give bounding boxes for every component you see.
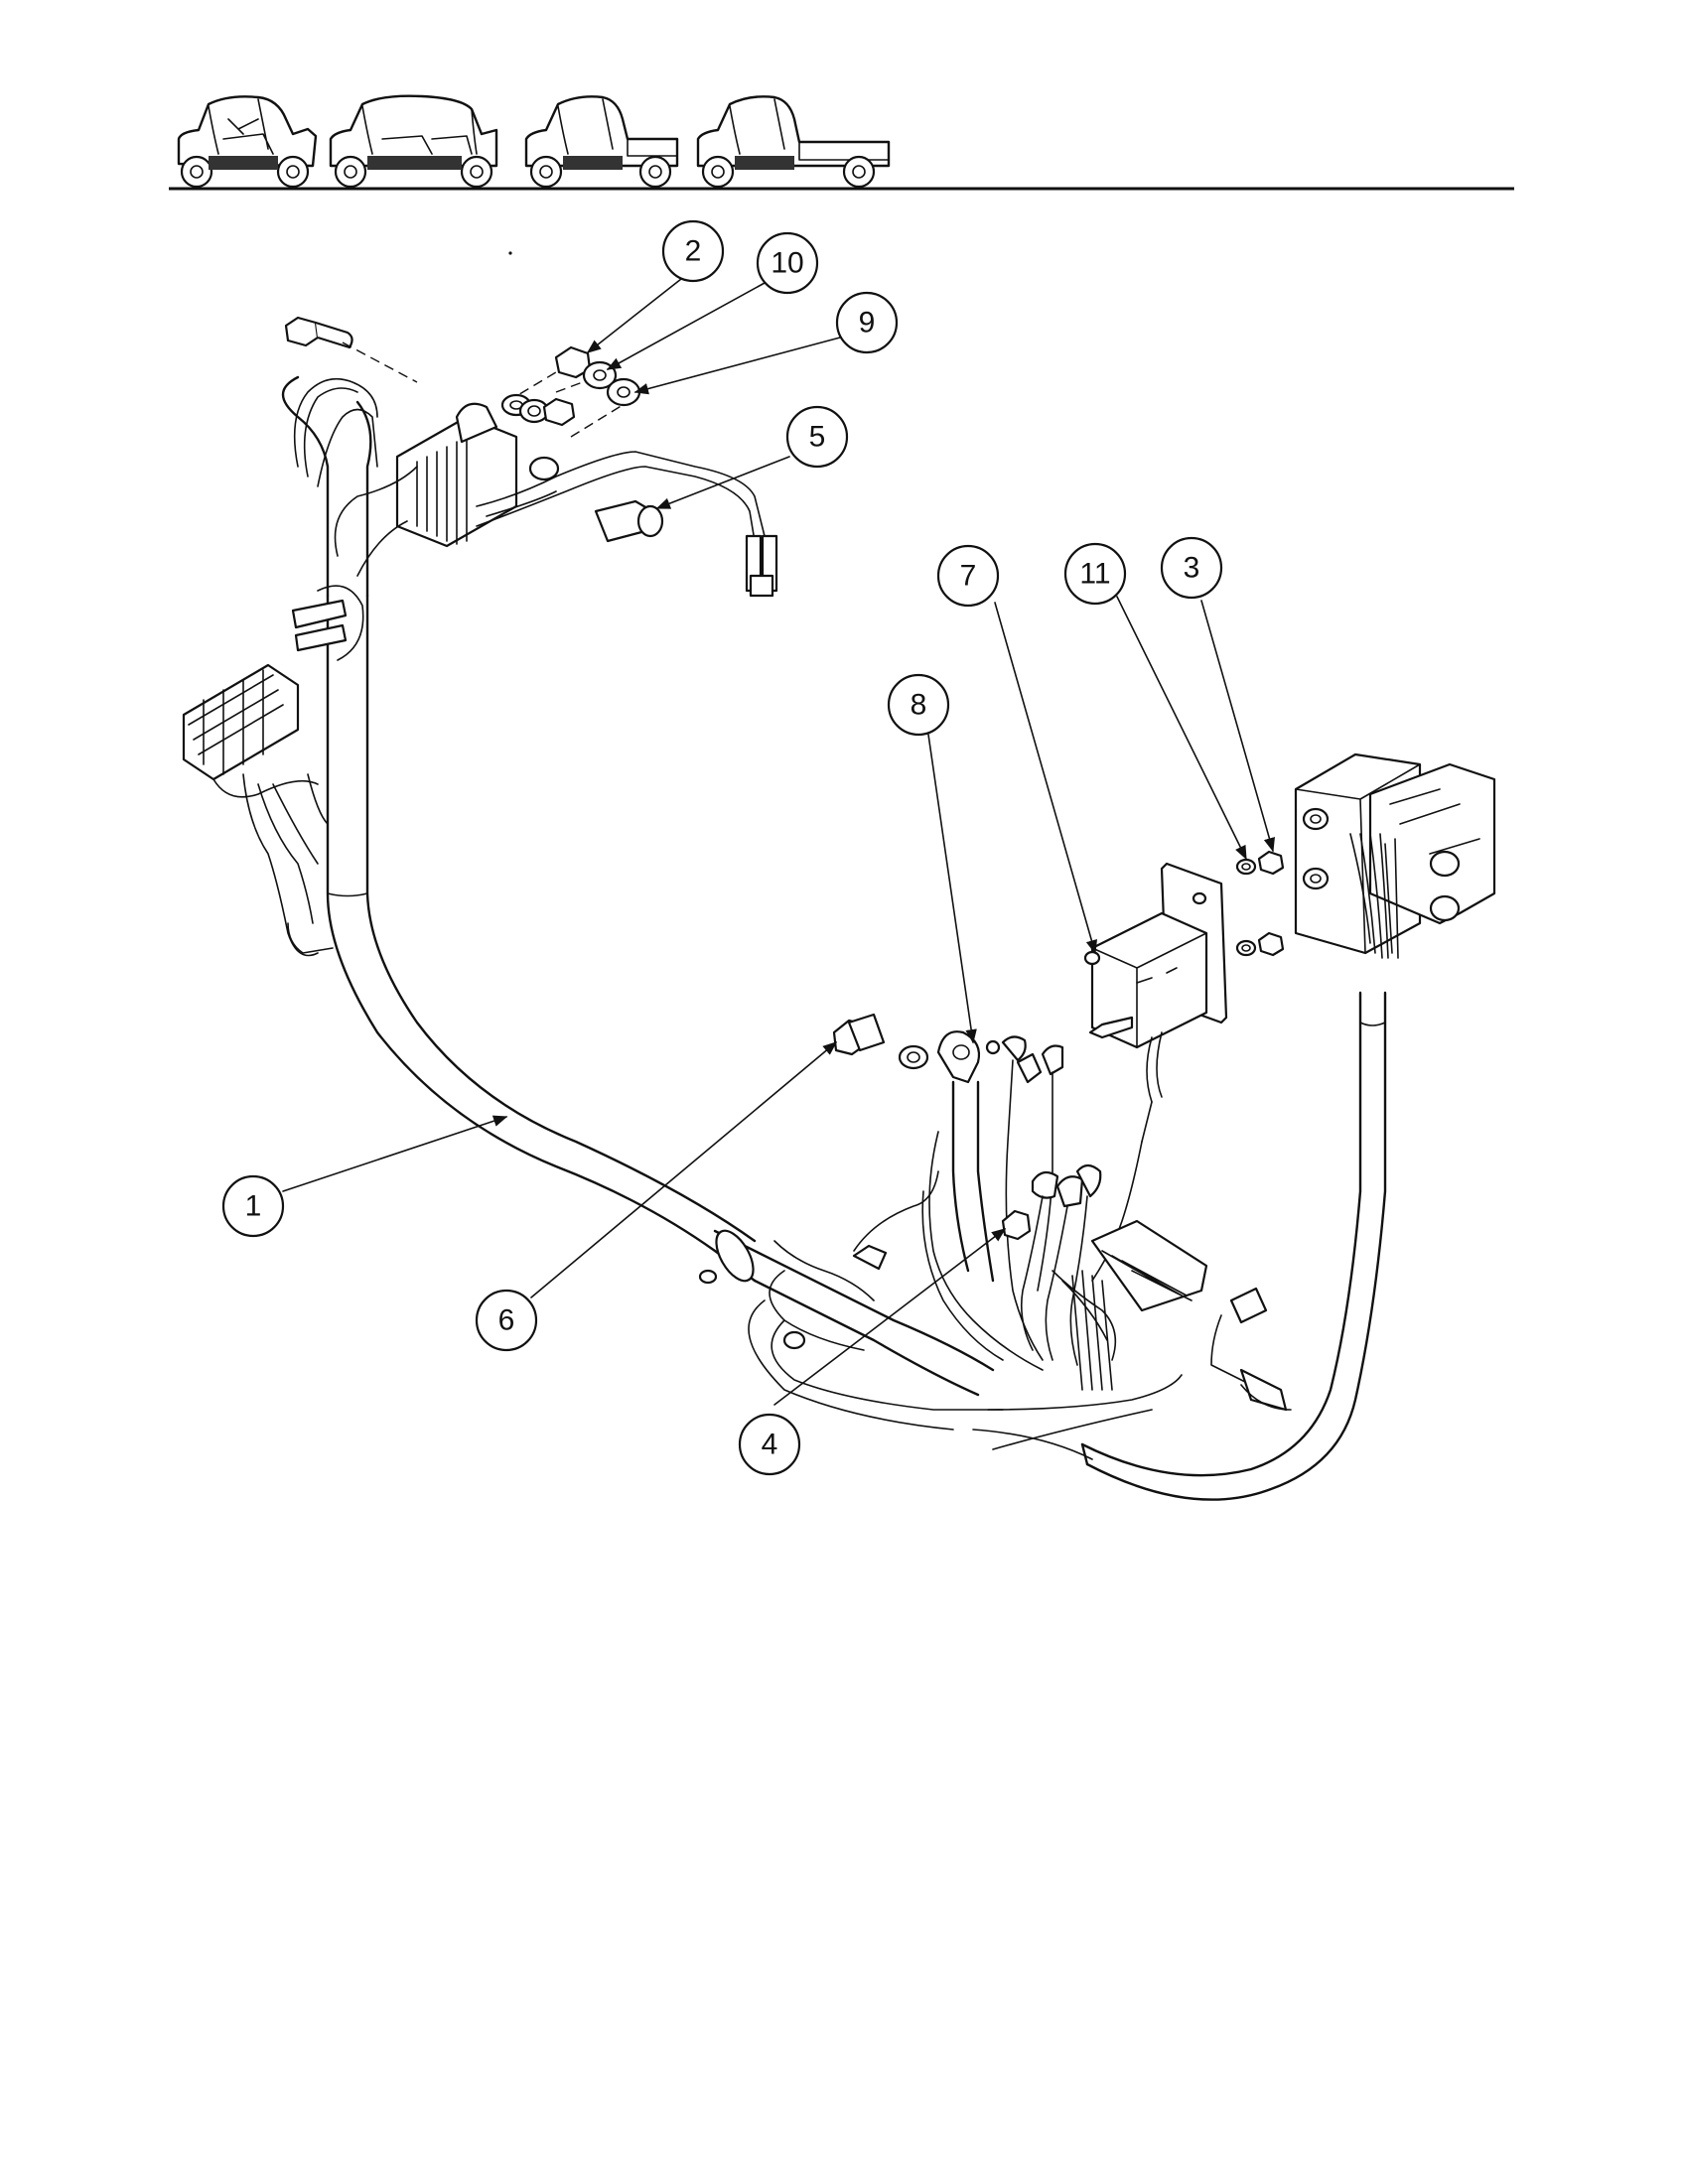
main-harness-sheath bbox=[281, 375, 1387, 1501]
center-terminals bbox=[698, 1013, 1292, 1412]
golf-cart-4-seat-icon bbox=[329, 94, 498, 189]
svg-text:6: 6 bbox=[498, 1304, 515, 1337]
callout-3: 3 bbox=[1160, 536, 1223, 600]
right-contactor-block bbox=[1294, 752, 1496, 959]
golf-cart-2-seat-icon bbox=[177, 95, 318, 189]
svg-text:8: 8 bbox=[911, 689, 927, 722]
left-clip bbox=[291, 585, 364, 661]
callout-11: 11 bbox=[1063, 542, 1127, 606]
callout-4: 4 bbox=[738, 1413, 801, 1476]
svg-text:11: 11 bbox=[1079, 558, 1110, 591]
svg-text:5: 5 bbox=[809, 421, 826, 454]
utility-cart-short-bed-icon bbox=[524, 95, 679, 189]
callout-8: 8 bbox=[887, 673, 950, 737]
svg-text:1: 1 bbox=[245, 1190, 262, 1223]
callout-6: 6 bbox=[475, 1289, 538, 1352]
svg-text:4: 4 bbox=[762, 1429, 778, 1461]
left-multipin-connector bbox=[182, 663, 334, 957]
svg-text:3: 3 bbox=[1184, 552, 1200, 585]
vehicle-icons bbox=[177, 94, 891, 189]
stray-mark bbox=[508, 251, 512, 255]
callout-2: 2 bbox=[661, 219, 725, 283]
callout-1: 1 bbox=[221, 1174, 285, 1238]
utility-cart-long-bed-icon bbox=[696, 95, 891, 189]
callout-leaders bbox=[282, 267, 1275, 1406]
upper-connector-cluster bbox=[284, 316, 778, 598]
svg-text:10: 10 bbox=[771, 247, 803, 280]
callout-9: 9 bbox=[835, 291, 899, 354]
svg-text:2: 2 bbox=[685, 235, 702, 268]
mounting-bracket bbox=[1083, 850, 1285, 1282]
callout-5: 5 bbox=[785, 405, 849, 469]
svg-text:9: 9 bbox=[859, 307, 876, 340]
callout-7: 7 bbox=[936, 544, 1000, 608]
callout-10: 10 bbox=[756, 231, 819, 295]
svg-text:7: 7 bbox=[960, 560, 977, 593]
